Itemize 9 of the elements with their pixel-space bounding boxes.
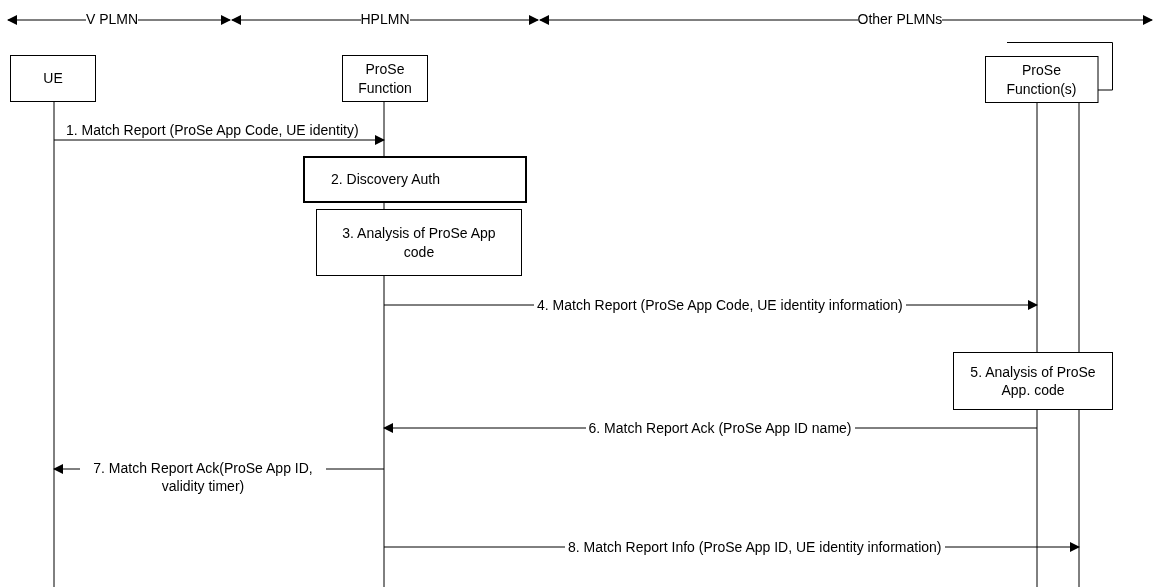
message-label: 6. Match Report Ack (ProSe App ID name) xyxy=(585,419,855,438)
message-label: 7. Match Report Ack(ProSe App ID, validity timer) xyxy=(80,459,326,496)
message-label: 4. Match Report (ProSe App Code, UE identity information) xyxy=(534,296,906,315)
message-label: 1. Match Report (ProSe App Code, UE identity) xyxy=(66,121,360,140)
message-label: 8. Match Report Info (ProSe App ID, UE identity information) xyxy=(565,538,945,557)
process-box: 5. Analysis of ProSe App. code xyxy=(953,352,1113,410)
process-box: 3. Analysis of ProSe App code xyxy=(316,209,522,276)
message-arrow xyxy=(53,135,385,145)
process-box: 2. Discovery Auth xyxy=(303,156,527,203)
